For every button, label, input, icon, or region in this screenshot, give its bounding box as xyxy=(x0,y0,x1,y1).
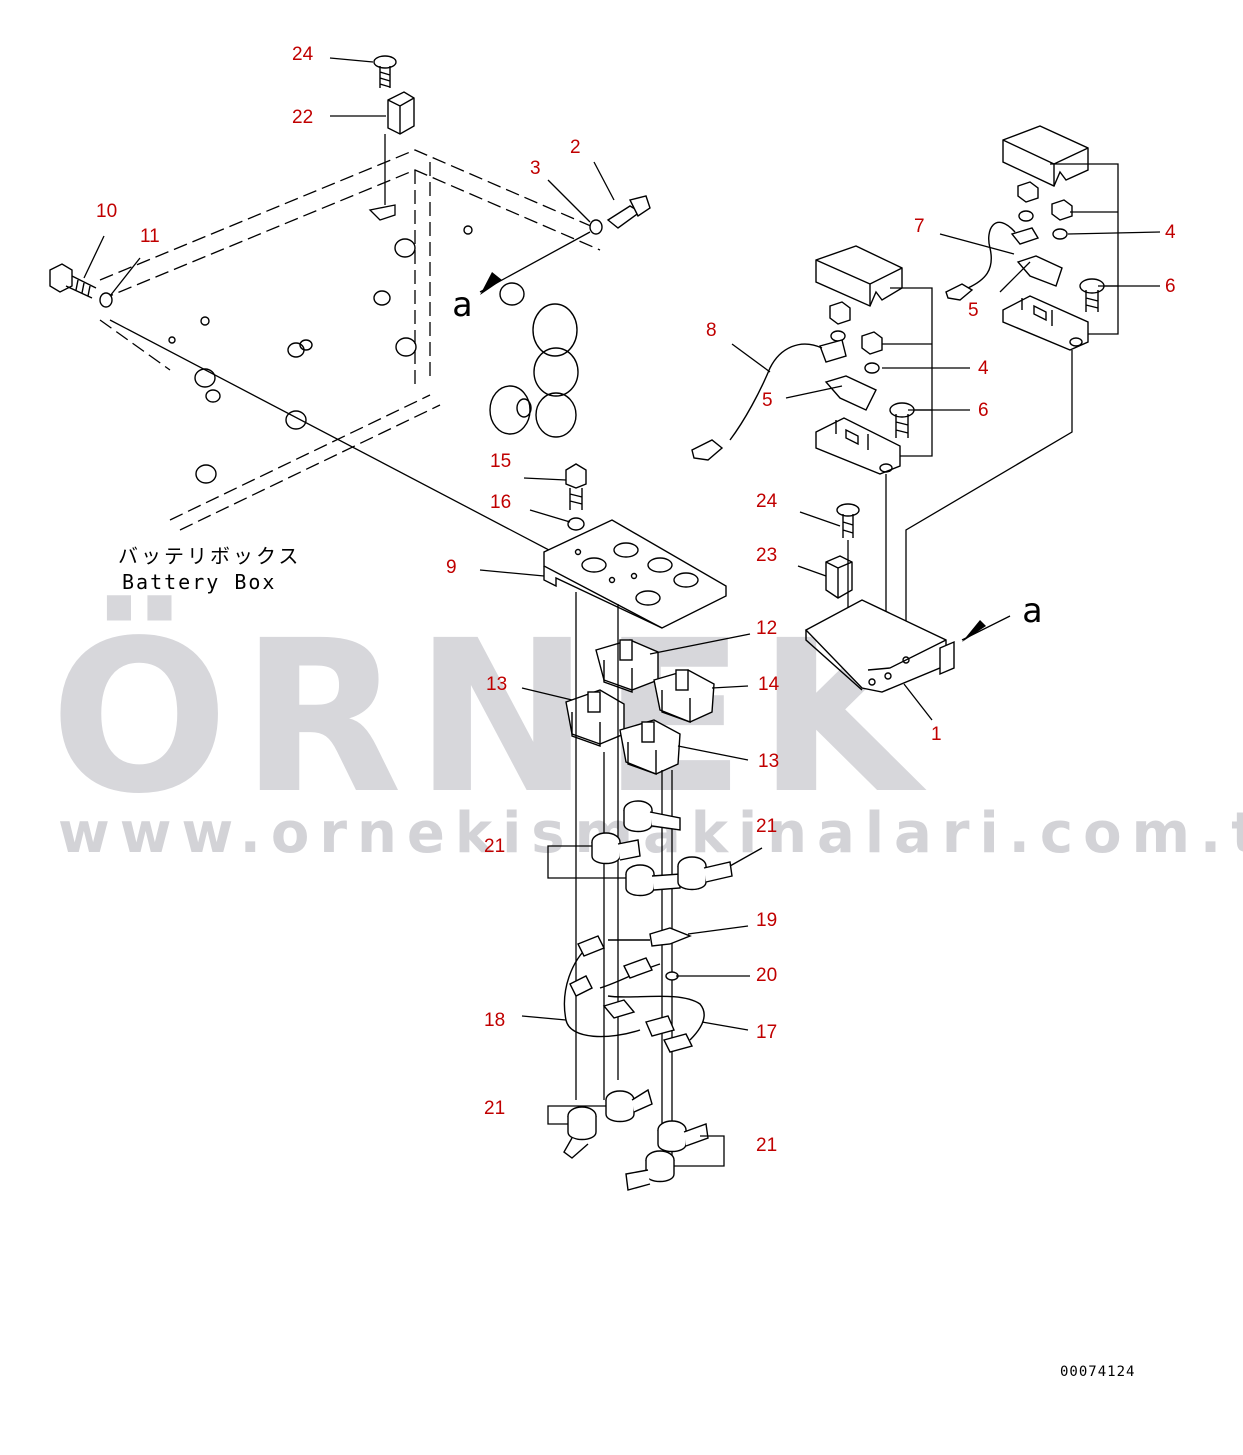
callout-9: 9 xyxy=(446,557,457,578)
harness-17 xyxy=(599,957,705,1053)
bolt-15 xyxy=(565,463,587,510)
bolt-6-middle xyxy=(889,402,915,438)
bolt-24-right xyxy=(836,503,860,538)
watermark: ÖRNEK www.ornekismakinalari.com.tr xyxy=(50,594,1243,866)
callout-labels: 24 22 2 3 10 11 7 4 6 5 8 4 5 6 15 16 9 … xyxy=(96,44,1176,1156)
callout-5-upper: 5 xyxy=(968,300,979,321)
callout-21-lower-left: 21 xyxy=(484,1098,505,1119)
callout-4-upper: 4 xyxy=(1165,222,1176,243)
relay-13-right xyxy=(619,719,681,775)
callout-3: 3 xyxy=(530,158,541,179)
terminal-caps-21-lower xyxy=(563,1088,709,1191)
clip-23 xyxy=(825,555,853,599)
washer-3 xyxy=(589,219,603,235)
callout-13-right: 13 xyxy=(758,751,779,772)
callout-13-left: 13 xyxy=(486,674,507,695)
bolt-6-upper xyxy=(1079,278,1105,312)
callout-18: 18 xyxy=(484,1010,505,1031)
washer-16 xyxy=(567,517,585,531)
cover-upper xyxy=(1002,125,1089,187)
plate-9 xyxy=(543,519,727,629)
view-arrow-letter-left: a xyxy=(452,285,472,325)
bolt-10 xyxy=(49,263,97,299)
relay-14 xyxy=(653,669,715,723)
callout-4-middle: 4 xyxy=(978,358,989,379)
watermark-brand: ÖRNEK xyxy=(50,594,932,840)
callout-6-upper: 6 xyxy=(1165,276,1176,297)
leader-lines xyxy=(83,57,1161,1031)
callout-6-middle: 6 xyxy=(978,400,989,421)
callout-7: 7 xyxy=(914,216,925,237)
drawing-code: 00074124 xyxy=(1060,1364,1135,1380)
callout-11: 11 xyxy=(140,226,160,247)
relay-13-left xyxy=(565,689,625,747)
callout-14: 14 xyxy=(758,674,780,695)
callout-8: 8 xyxy=(706,320,717,341)
callout-16: 16 xyxy=(490,492,511,513)
callout-15: 15 xyxy=(490,451,511,472)
callout-17: 17 xyxy=(756,1022,777,1043)
callout-1: 1 xyxy=(931,724,942,745)
battery-box-label-en: Battery Box xyxy=(122,570,276,594)
callout-5-middle: 5 xyxy=(762,390,773,411)
bolt-24-top xyxy=(373,55,397,88)
callout-21-lower-right: 21 xyxy=(756,1135,777,1156)
callout-21-upper-right: 21 xyxy=(756,816,777,837)
base-middle xyxy=(815,417,901,475)
cable-8 xyxy=(729,343,823,441)
bracket-1 xyxy=(804,599,955,693)
callout-12: 12 xyxy=(756,618,777,639)
base-upper xyxy=(1002,295,1089,351)
view-arrow-letter-right: a xyxy=(1022,591,1042,631)
callout-23: 23 xyxy=(756,545,777,566)
callout-24-right: 24 xyxy=(756,491,778,512)
clip-22 xyxy=(387,91,415,135)
nuts-upper xyxy=(1017,181,1073,240)
callout-21-upper-left: 21 xyxy=(484,836,505,857)
callout-20: 20 xyxy=(756,965,777,986)
harness-18 xyxy=(563,927,692,1038)
callout-22: 22 xyxy=(292,107,313,128)
callout-19: 19 xyxy=(756,910,777,931)
nuts-middle xyxy=(829,301,883,374)
washer-11 xyxy=(99,292,113,308)
battery-box-outline xyxy=(99,149,601,531)
cable-7 xyxy=(967,221,1016,289)
battery-box-label-jp: バッテリボックス xyxy=(118,544,301,568)
cover-middle xyxy=(815,245,903,307)
terminal-caps-21-upper xyxy=(591,800,733,897)
link-middle xyxy=(819,339,877,411)
callout-2: 2 xyxy=(570,137,581,158)
callout-10: 10 xyxy=(96,201,117,222)
bolt-2 xyxy=(606,195,651,229)
callout-24-top: 24 xyxy=(292,44,314,65)
